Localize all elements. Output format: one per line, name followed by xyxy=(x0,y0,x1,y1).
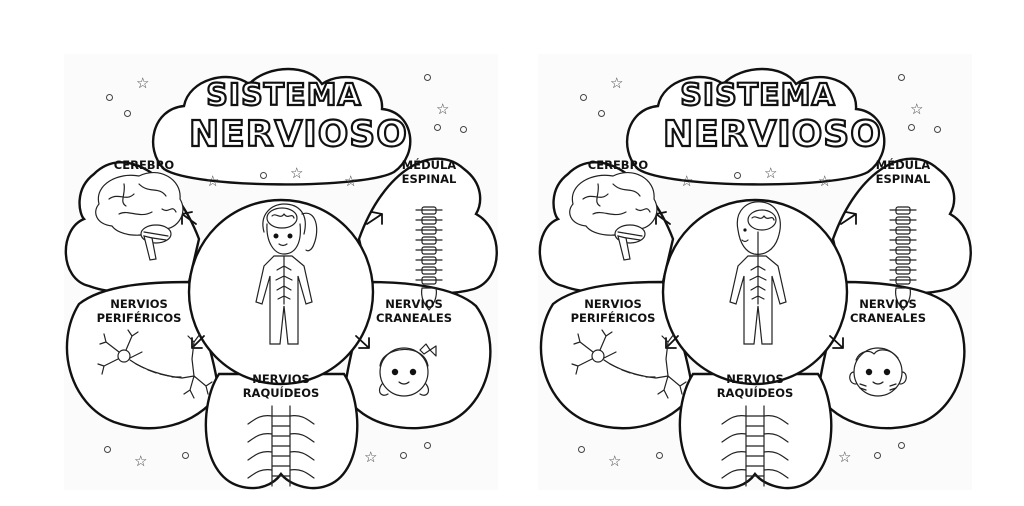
label-cerebro: CEREBRO xyxy=(113,158,175,172)
label-craneales-line-1: NERVIOS xyxy=(385,297,443,311)
title-line-1: SISTEMA xyxy=(679,77,836,114)
label-perifericos-line-2: PERIFÉRICOS xyxy=(96,311,182,325)
boy-body-icon xyxy=(729,201,787,345)
label-medula-line-1: MÉDULA xyxy=(875,158,931,172)
star-icon: ☆ xyxy=(134,452,148,470)
star-icon: ☆ xyxy=(136,74,150,92)
dot-decoration xyxy=(580,94,587,101)
neuron-icon xyxy=(571,329,687,399)
flower-diagram xyxy=(538,67,972,490)
label-craneales-line-2: CRANEALES xyxy=(375,311,453,325)
dot-decoration xyxy=(898,442,905,449)
star-icon: ☆ xyxy=(910,100,924,118)
star-icon: ☆ xyxy=(344,172,358,190)
coloring-page-boy: SISTEMA NERVIOSO CEREBRO MÉDULA ESPINAL … xyxy=(538,54,972,490)
arrow-to-craneales-icon xyxy=(829,335,844,349)
spinal-nerves-icon xyxy=(721,405,789,487)
label-raquideos-line-2: RAQUÍDEOS xyxy=(242,386,320,400)
label-medula-line-2: ESPINAL xyxy=(401,172,457,186)
dot-decoration xyxy=(434,124,441,131)
brain-icon xyxy=(569,171,658,261)
label-raquideos-line-1: NERVIOS xyxy=(252,372,310,386)
petal-raquideos xyxy=(678,372,833,490)
coloring-page-girl: SISTEMA NERVIOSO CEREBRO MÉDULA ESPINAL … xyxy=(64,54,498,490)
label-perifericos-line-2: PERIFÉRICOS xyxy=(570,311,656,325)
label-medula-line-2: ESPINAL xyxy=(875,172,931,186)
title-line-2: NERVIOSO xyxy=(188,113,408,156)
dot-decoration xyxy=(124,110,131,117)
dot-decoration xyxy=(460,126,467,133)
dot-decoration xyxy=(424,442,431,449)
arrow-to-medula-icon xyxy=(840,211,857,225)
star-icon: ☆ xyxy=(610,74,624,92)
star-icon: ☆ xyxy=(680,172,694,190)
brain-icon xyxy=(95,171,184,261)
label-cerebro: CEREBRO xyxy=(587,158,649,172)
flower-diagram xyxy=(64,67,498,490)
arrow-to-craneales-icon xyxy=(355,335,370,349)
dot-decoration xyxy=(424,74,431,81)
star-icon: ☆ xyxy=(818,172,832,190)
dot-decoration xyxy=(578,446,585,453)
girl-body-icon xyxy=(255,203,318,345)
neuron-icon xyxy=(97,329,213,399)
dot-decoration xyxy=(656,452,663,459)
dot-decoration xyxy=(400,452,407,459)
star-icon: ☆ xyxy=(290,164,304,182)
label-craneales-line-2: CRANEALES xyxy=(849,311,927,325)
dot-decoration xyxy=(898,74,905,81)
petal-perifericos xyxy=(65,280,221,430)
dot-decoration xyxy=(934,126,941,133)
title-cloud xyxy=(151,67,412,186)
spine-icon xyxy=(889,206,917,311)
petal-raquideos xyxy=(204,372,359,490)
spinal-nerves-icon xyxy=(247,405,315,487)
star-icon: ☆ xyxy=(364,448,378,466)
dot-decoration xyxy=(908,124,915,131)
label-craneales-line-1: NERVIOS xyxy=(859,297,917,311)
label-perifericos-line-1: NERVIOS xyxy=(584,297,642,311)
dot-decoration xyxy=(182,452,189,459)
label-raquideos-line-2: RAQUÍDEOS xyxy=(716,386,794,400)
dot-decoration xyxy=(874,452,881,459)
dot-decoration xyxy=(598,110,605,117)
star-icon: ☆ xyxy=(206,172,220,190)
title-line-2: NERVIOSO xyxy=(662,113,882,156)
boy-face-icon xyxy=(849,347,907,397)
arrow-to-medula-icon xyxy=(366,211,383,225)
label-perifericos-line-1: NERVIOS xyxy=(110,297,168,311)
petal-perifericos xyxy=(539,280,695,430)
star-icon: ☆ xyxy=(436,100,450,118)
dot-decoration xyxy=(106,94,113,101)
dot-decoration xyxy=(104,446,111,453)
girl-face-icon xyxy=(378,343,437,397)
title-line-1: SISTEMA xyxy=(205,77,362,114)
star-icon: ☆ xyxy=(608,452,622,470)
star-icon: ☆ xyxy=(838,448,852,466)
star-icon: ☆ xyxy=(764,164,778,182)
dot-decoration xyxy=(734,172,741,179)
title-cloud xyxy=(625,67,886,186)
label-raquideos-line-1: NERVIOS xyxy=(726,372,784,386)
spine-icon xyxy=(415,206,443,311)
label-medula-line-1: MÉDULA xyxy=(401,158,457,172)
dot-decoration xyxy=(260,172,267,179)
